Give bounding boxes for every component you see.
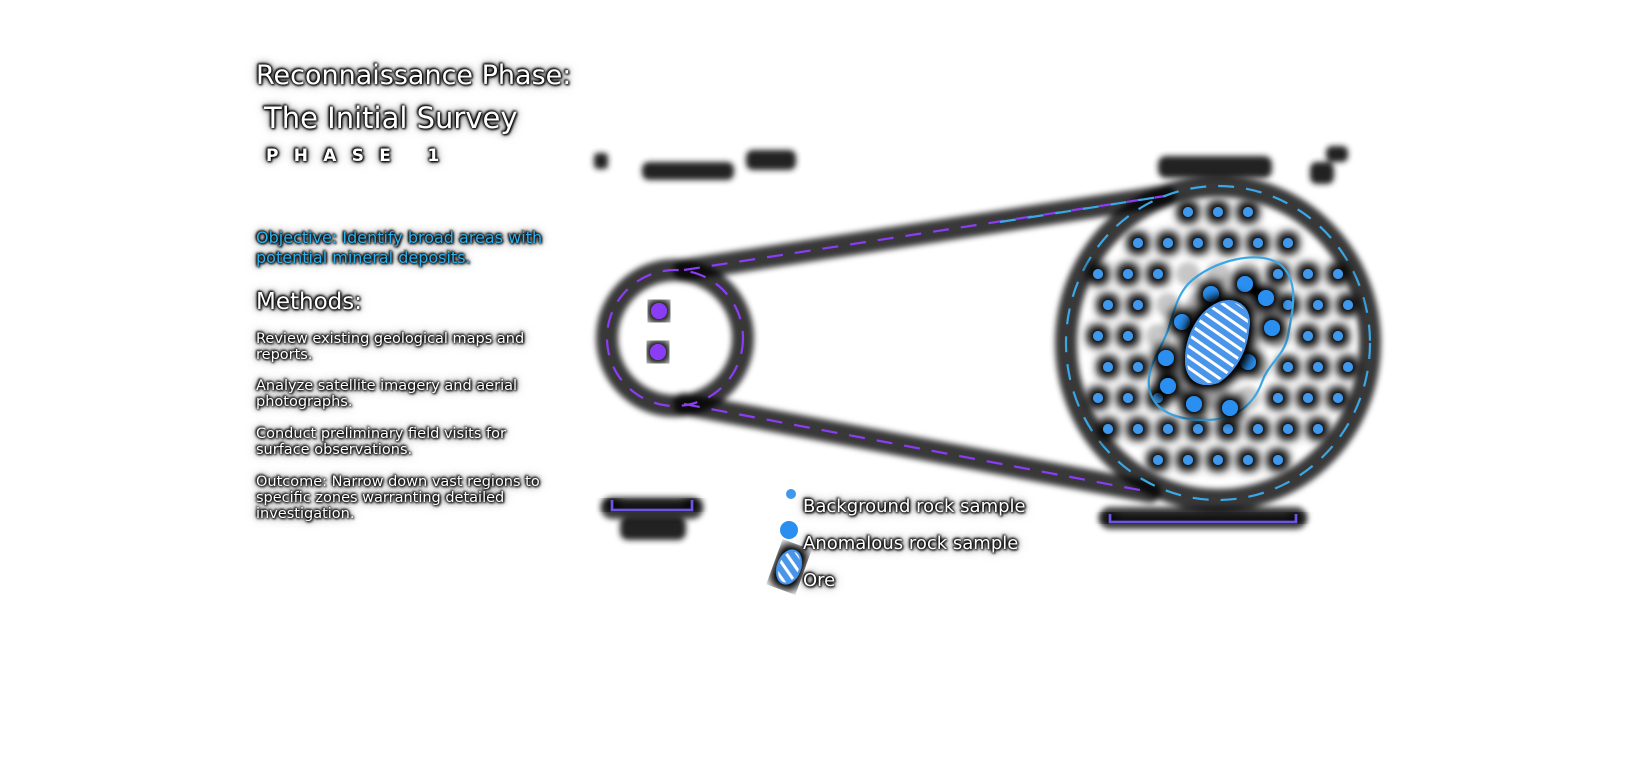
background-sample-point (1303, 393, 1313, 403)
background-sample-point (1163, 424, 1173, 434)
background-sample-point (1183, 207, 1193, 217)
background-sample-point (1283, 238, 1293, 248)
background-sample-point (1093, 331, 1103, 341)
background-sample-point (1303, 331, 1313, 341)
background-sample-point (1333, 269, 1343, 279)
regional-sample-point (650, 344, 666, 360)
legend-ore-symbol (776, 549, 802, 585)
background-sample-point (1133, 424, 1143, 434)
method-item: Analyze satellite imagery and aerial pho… (256, 378, 518, 410)
background-sample-point (1133, 300, 1143, 310)
background-sample-point (1163, 238, 1173, 248)
background-sample-point (1213, 207, 1223, 217)
scale-bar-regional (610, 500, 694, 512)
background-sample-point (1193, 238, 1203, 248)
anomalous-sample-point (1240, 354, 1256, 370)
legend-ore-label: Ore (803, 570, 836, 591)
background-sample-point (1273, 455, 1283, 465)
background-sample-point (1103, 424, 1113, 434)
background-sample-point (1093, 269, 1103, 279)
method-item: Conduct preliminary field visits for sur… (256, 426, 506, 458)
background-sample-point (1123, 331, 1133, 341)
anomalous-sample-point (1174, 314, 1190, 330)
detail-area-boundary (1064, 184, 1372, 502)
anomalous-sample-point (1258, 290, 1274, 306)
background-sample-point (1303, 269, 1313, 279)
background-sample-point (1343, 362, 1353, 372)
zoom-connector-bottom (683, 402, 1151, 494)
page-title-line-2: The Initial Survey (264, 101, 518, 135)
background-sample-point (1193, 424, 1203, 434)
background-sample-point (1103, 362, 1113, 372)
anomalous-sample-point (1264, 320, 1280, 336)
regional-area-boundary (605, 268, 745, 408)
sample-grid (1093, 207, 1353, 465)
anomalous-sample-point (1186, 396, 1202, 412)
background-sample-point (1153, 455, 1163, 465)
phase-label: PHASE 1 (266, 146, 455, 166)
background-sample-point (1253, 238, 1263, 248)
anomalous-sample-point (1203, 286, 1219, 302)
background-sample-point (1123, 269, 1133, 279)
background-sample-point (1153, 393, 1163, 403)
objective-text: Objective: Identify broad areas with pot… (256, 228, 543, 267)
background-sample-point (1153, 269, 1163, 279)
anomaly-zone-outline (1147, 256, 1295, 422)
background-sample-point (1093, 393, 1103, 403)
legend-background-label: Background rock sample (803, 496, 1026, 517)
legend-anomalous-label: Anomalous rock sample (803, 533, 1019, 554)
background-sample-point (1133, 238, 1143, 248)
background-sample-point (1223, 424, 1233, 434)
background-sample-point (1213, 455, 1223, 465)
background-sample-point (1103, 300, 1113, 310)
background-sample-point (1313, 362, 1323, 372)
anomalous-sample-point (1160, 378, 1176, 394)
background-sample-point (1123, 393, 1133, 403)
background-sample-point (1283, 424, 1293, 434)
background-sample-point (1333, 331, 1343, 341)
background-sample-point (1283, 300, 1293, 310)
methods-heading: Methods: (256, 289, 362, 315)
background-sample-point (1133, 362, 1143, 372)
background-sample-point (1283, 362, 1293, 372)
blurred-label-marks (594, 146, 1348, 540)
outcome-text: Outcome: Narrow down vast regions to spe… (256, 474, 540, 522)
background-sample-point (1243, 207, 1253, 217)
background-sample-point (1253, 424, 1263, 434)
anomalous-sample-point (1158, 350, 1174, 366)
legend-anomalous-symbol (780, 521, 798, 539)
background-sample-point (1333, 393, 1343, 403)
page-title-line-1: Reconnaissance Phase: (256, 60, 572, 91)
anomalous-sample-point (1237, 276, 1253, 292)
legend-background-symbol (786, 489, 796, 499)
background-sample-point (1223, 238, 1233, 248)
ore-body (1184, 300, 1250, 385)
method-item: Review existing geological maps and repo… (256, 331, 525, 363)
regional-sample-point (651, 303, 667, 319)
background-sample-point (1273, 269, 1283, 279)
background-sample-point (1243, 455, 1253, 465)
background-sample-point (1183, 455, 1193, 465)
background-sample-point (1313, 424, 1323, 434)
anomalous-sample-point (1222, 400, 1238, 416)
background-sample-point (1313, 300, 1323, 310)
scale-bar-detail (1108, 514, 1298, 524)
background-sample-point (1273, 393, 1283, 403)
background-sample-point (1343, 300, 1353, 310)
